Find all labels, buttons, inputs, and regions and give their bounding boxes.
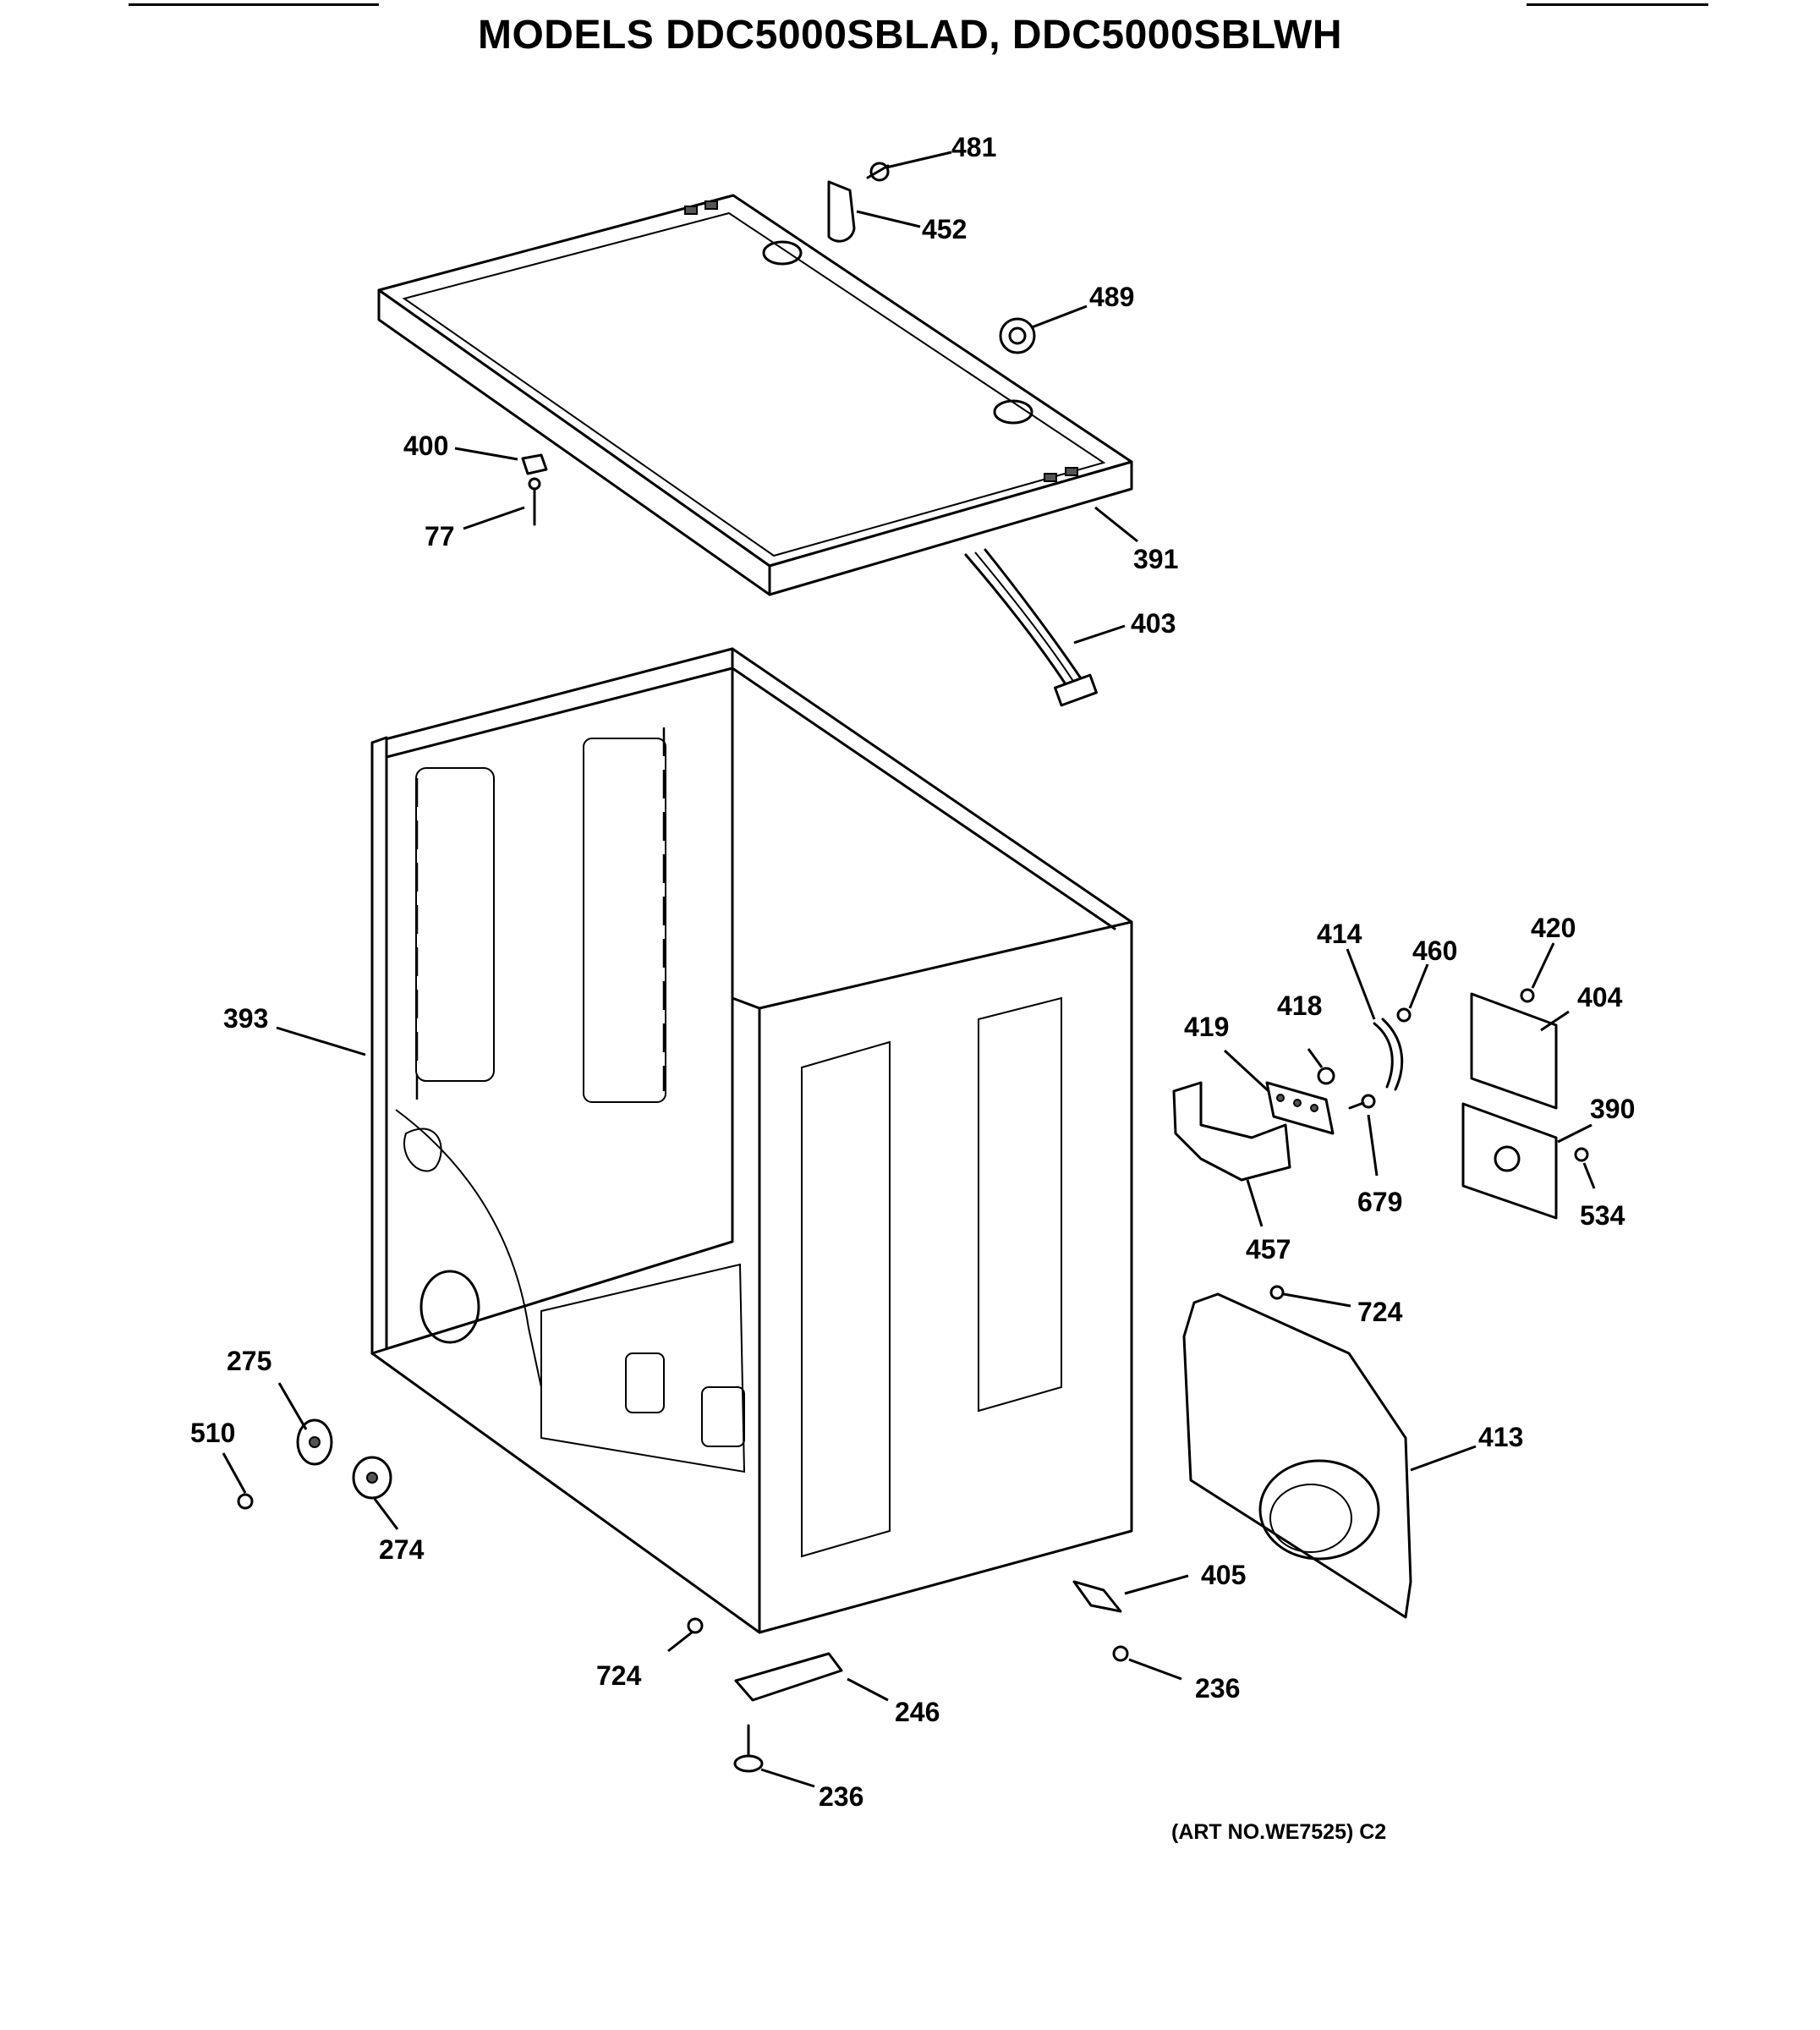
part-label: 452	[922, 214, 967, 244]
lid-hinge-bracket-452	[827, 180, 856, 243]
screw-510	[237, 1493, 254, 1510]
part-label: 246	[895, 1697, 940, 1727]
part-label: 400	[403, 431, 448, 461]
terminal-block-419	[1265, 1081, 1335, 1135]
part-label: 481	[951, 132, 996, 162]
leader-lines	[222, 151, 1596, 1788]
part-label: 405	[1201, 1560, 1246, 1590]
nut-418	[1317, 1067, 1335, 1085]
part-label: 393	[223, 1003, 268, 1034]
leg-bracket-246	[734, 1652, 843, 1702]
part-label: 534	[1580, 1200, 1625, 1231]
part-label: 510	[190, 1418, 235, 1448]
part-label: 236	[1195, 1673, 1240, 1704]
screw-724-rear	[1269, 1285, 1285, 1300]
art-number: (ART NO.WE7525) C2	[1171, 1820, 1387, 1844]
vent-duct	[964, 548, 1098, 707]
part-label: 420	[1531, 913, 1576, 943]
cover-plate-390	[1461, 1102, 1558, 1220]
part-label: 419	[1184, 1012, 1229, 1042]
part-label: 403	[1131, 608, 1176, 639]
part-label: 391	[1133, 544, 1178, 574]
part-label: 457	[1246, 1234, 1291, 1265]
part-label: 390	[1590, 1094, 1635, 1124]
part-label: 679	[1357, 1187, 1402, 1217]
leveling-leg-236-left	[733, 1724, 764, 1773]
thermostat-274	[352, 1456, 392, 1500]
part-label: 274	[379, 1534, 425, 1565]
slide-bracket-405	[1072, 1580, 1122, 1613]
header-rule-right	[1527, 3, 1708, 6]
screw-236-right	[1112, 1645, 1129, 1662]
screw-460	[1396, 1007, 1412, 1023]
screw-420	[1520, 988, 1535, 1003]
screw-534	[1574, 1147, 1589, 1162]
cover-plate-404	[1470, 992, 1558, 1110]
part-label: 724	[1357, 1297, 1403, 1327]
cabinet	[370, 647, 1133, 1634]
part-label: 404	[1577, 982, 1623, 1012]
screw-724-bottom	[687, 1617, 704, 1634]
foot-bumper-489	[999, 317, 1036, 354]
clip-nut-400	[521, 453, 548, 475]
screw-77	[528, 477, 541, 526]
part-label: 418	[1277, 990, 1322, 1021]
part-label: 724	[596, 1660, 642, 1691]
strap-414	[1373, 1018, 1404, 1091]
rear-panel-413	[1182, 1292, 1412, 1619]
part-labels: 481 452 489 400 77 391 403 393 414 460 4…	[190, 132, 1635, 1812]
part-label: 460	[1412, 935, 1457, 966]
part-label: 77	[425, 521, 455, 551]
part-label: 275	[227, 1346, 271, 1376]
part-label: 489	[1089, 282, 1134, 312]
part-label: 414	[1317, 919, 1362, 949]
part-label: 413	[1478, 1422, 1523, 1452]
screw-679	[1348, 1094, 1376, 1110]
lid-hinge-screw-481	[866, 162, 890, 182]
part-label: 236	[819, 1781, 863, 1812]
thermostat-275	[296, 1418, 333, 1466]
top-panel	[377, 194, 1133, 596]
header-rule-left	[129, 3, 379, 6]
harness-bracket-457	[1172, 1081, 1291, 1182]
page-title: MODELS DDC5000SBLAD, DDC5000SBLWH	[477, 13, 1343, 58]
